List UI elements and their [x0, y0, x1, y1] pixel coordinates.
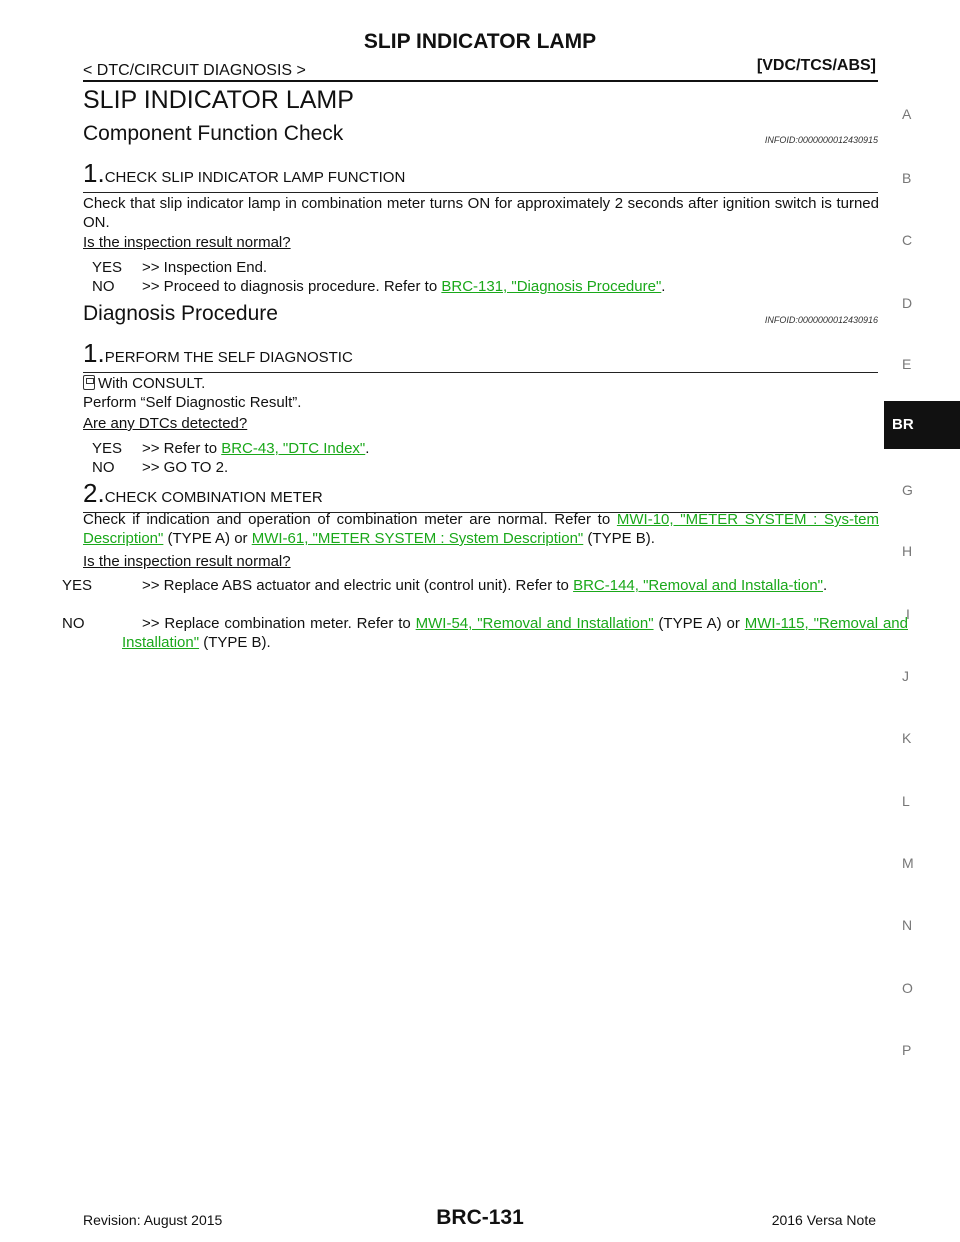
- infoid-component-check: INFOID:0000000012430915: [764, 135, 878, 145]
- step-2-header: 2.CHECK COMBINATION METER: [83, 478, 878, 513]
- sidebar-letter[interactable]: L: [902, 793, 910, 809]
- inspection-question: Is the inspection result normal?: [83, 234, 291, 251]
- sidebar-active-tab[interactable]: BR: [884, 401, 960, 449]
- breadcrumb: < DTC/CIRCUIT DIAGNOSIS >: [83, 62, 306, 79]
- sidebar-letter[interactable]: N: [902, 917, 913, 933]
- response-yes: YES>> Inspection End.: [92, 259, 268, 276]
- header-rule: [83, 80, 878, 82]
- step-1-body: Check that slip indicator lamp in combin…: [83, 195, 879, 231]
- step-1-header: 1.PERFORM THE SELF DIAGNOSTIC: [83, 338, 878, 373]
- step-title: CHECK COMBINATION METER: [104, 489, 323, 506]
- section-diagnosis-procedure: Diagnosis Procedure: [83, 302, 278, 325]
- link-brc-144[interactable]: BRC-144, "Removal and Installa-tion": [573, 577, 823, 594]
- footer-model: 2016 Versa Note: [771, 1212, 876, 1228]
- sidebar-letter[interactable]: C: [902, 232, 913, 248]
- response-yes: YES>> Refer to BRC-43, "DTC Index".: [92, 440, 370, 457]
- sidebar-letter[interactable]: G: [902, 482, 913, 498]
- step-1-header: 1.CHECK SLIP INDICATOR LAMP FUNCTION: [83, 158, 878, 193]
- step-body: Perform “Self Diagnostic Result”.: [83, 394, 302, 411]
- link-mwi-10[interactable]: MWI-10, "METER SYSTEM : Sys-tem Descript…: [83, 511, 879, 547]
- system-label: [VDC/TCS/ABS]: [756, 57, 876, 74]
- footer-revision: Revision: August 2015: [83, 1212, 223, 1228]
- footer-page-number: BRC-131: [436, 1206, 524, 1229]
- sidebar-letter[interactable]: D: [902, 295, 913, 311]
- sidebar-letter[interactable]: P: [902, 1042, 912, 1058]
- step-number: 1.: [83, 338, 105, 368]
- step-number: 1.: [83, 158, 105, 188]
- consult-icon: [83, 375, 95, 390]
- sidebar-letter[interactable]: E: [902, 356, 912, 372]
- sidebar-letter[interactable]: M: [902, 855, 914, 871]
- section-component-function-check: Component Function Check: [83, 122, 344, 145]
- sidebar-letter[interactable]: O: [902, 980, 913, 996]
- response-no: NO>> Proceed to diagnosis procedure. Ref…: [92, 278, 666, 295]
- response-no: NO>> GO TO 2.: [92, 459, 229, 476]
- sidebar-letter[interactable]: J: [902, 668, 909, 684]
- link-brc-43[interactable]: BRC-43, "DTC Index": [221, 440, 366, 457]
- step-title: CHECK SLIP INDICATOR LAMP FUNCTION: [104, 169, 406, 186]
- sidebar-letter[interactable]: A: [902, 106, 912, 122]
- step-title: PERFORM THE SELF DIAGNOSTIC: [104, 349, 353, 366]
- running-header-title: SLIP INDICATOR LAMP: [363, 30, 597, 53]
- link-mwi-61[interactable]: MWI-61, "METER SYSTEM : System Descripti…: [251, 530, 584, 547]
- link-mwi-54[interactable]: MWI-54, "Removal and Installation": [415, 615, 654, 632]
- sidebar-letter[interactable]: I: [906, 606, 910, 622]
- link-brc-131[interactable]: BRC-131, "Diagnosis Procedure": [441, 278, 662, 295]
- step-number: 2.: [83, 478, 105, 508]
- response-no: NO>> Replace combination meter. Refer to…: [62, 615, 908, 651]
- page-title: SLIP INDICATOR LAMP: [83, 86, 354, 114]
- sidebar-letter[interactable]: K: [902, 730, 912, 746]
- consult-line: With CONSULT.: [83, 374, 879, 393]
- sidebar-letter[interactable]: H: [902, 543, 913, 559]
- response-yes: YES>> Replace ABS actuator and electric …: [62, 577, 828, 594]
- sidebar-letter[interactable]: B: [902, 170, 912, 186]
- link-mwi-115[interactable]: MWI-115, "Removal and Installation": [122, 615, 908, 651]
- dtc-question: Are any DTCs detected?: [83, 415, 248, 432]
- step-2-body: Check if indication and operation of com…: [83, 511, 879, 547]
- inspection-question: Is the inspection result normal?: [83, 553, 291, 570]
- infoid-diagnosis: INFOID:0000000012430916: [764, 315, 878, 325]
